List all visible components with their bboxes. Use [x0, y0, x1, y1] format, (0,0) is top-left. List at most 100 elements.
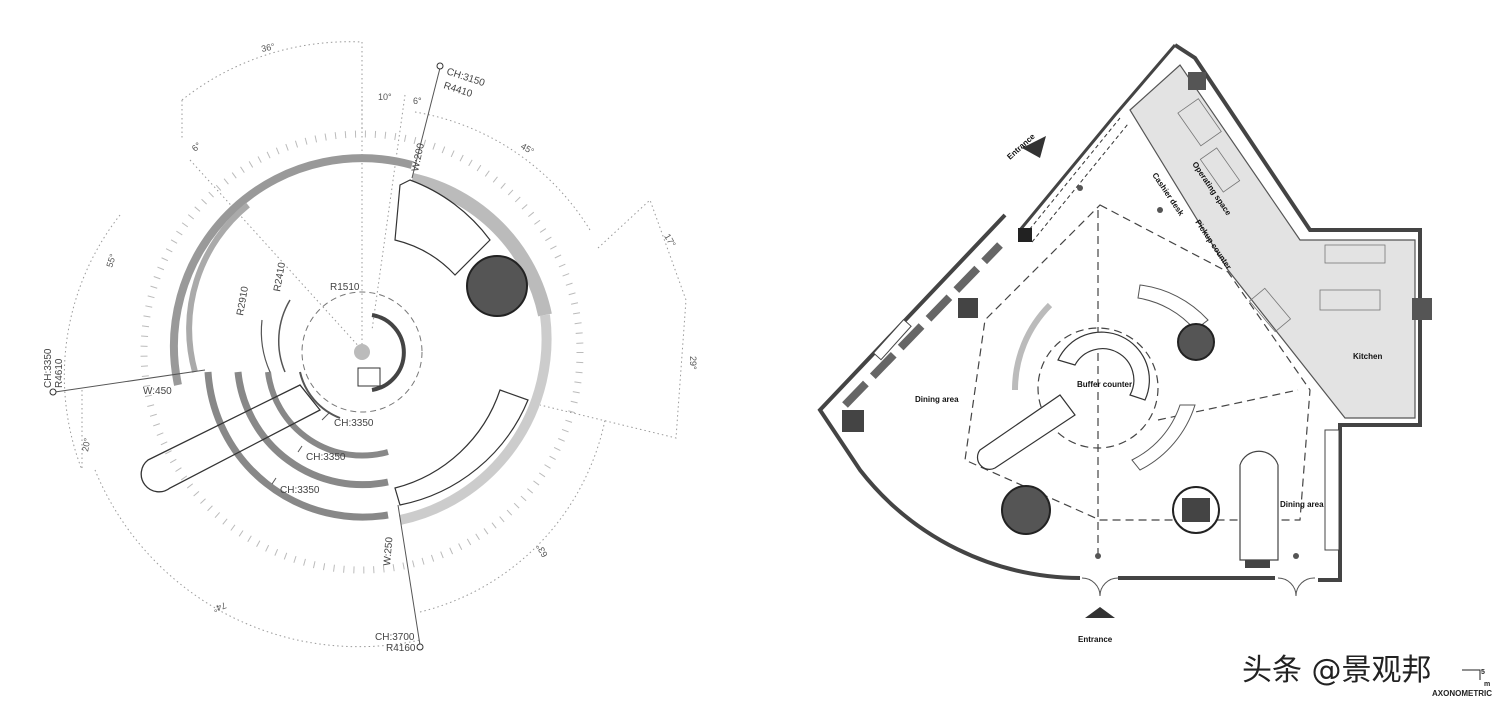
core-steps [357, 367, 381, 387]
ch-leader-b [297, 445, 303, 453]
round-column-plan [1177, 323, 1215, 361]
outer-ring-right [410, 173, 552, 317]
lower-ring-1 [204, 371, 389, 521]
floor-plan: Entrance Entrance Operating space Cashie… [817, 43, 1492, 698]
inner-dashed-circle [301, 291, 423, 413]
angle-label-0: 36° [260, 41, 276, 54]
long-counter [140, 384, 322, 493]
inner-ring-2 [278, 299, 291, 373]
lower-ring-2 [234, 371, 389, 489]
buffer-counter-arm [976, 394, 1076, 470]
kitchen-equipment-3 [1248, 287, 1292, 333]
dim-w-bottom: W:250 [382, 536, 395, 566]
dim-ch-bottom: CH:3700 [375, 632, 415, 643]
label-dining-right: Dining area [1280, 500, 1324, 509]
dim-r1510: R1510 [330, 282, 360, 293]
angle-label-3: 45° [519, 141, 536, 157]
entrance-arrow-bottom [1085, 607, 1115, 618]
entrance-column [1018, 228, 1032, 242]
entrance-wall [1018, 44, 1177, 231]
label-entrance-bottom: Entrance [1078, 635, 1113, 644]
label-kitchen: Kitchen [1353, 352, 1382, 361]
dim-r2410: R2410 [272, 261, 288, 292]
label-dining-left: Dining area [915, 395, 959, 404]
mid-ring-arc [186, 202, 250, 373]
inner-ring-1 [299, 371, 341, 419]
corridor-line-1 [1024, 117, 1121, 236]
outer-ring-bottom-right [398, 314, 552, 525]
sector-63-arc [419, 419, 606, 613]
exterior-wall-left [817, 213, 1081, 580]
center-dot [354, 344, 370, 360]
wall-bench-right [1324, 429, 1340, 551]
sector-45-arc [414, 111, 591, 231]
kitchen-equipment-4 [1177, 98, 1222, 147]
angle-label-6: 55° [104, 252, 118, 268]
outer-ring-arc [170, 154, 414, 386]
sector-55-arc [63, 214, 121, 471]
dim-line-top [411, 67, 441, 179]
dim-line-bottom [397, 504, 421, 646]
ch-leader-a [321, 411, 331, 421]
bench-lower [1131, 404, 1196, 471]
dim-marker-top [436, 62, 444, 70]
pendant-3 [1095, 553, 1101, 559]
circulation-outline [964, 204, 1311, 521]
square-column-mid [958, 298, 978, 318]
pendant-1 [1077, 185, 1083, 191]
dim-marker-bottom [416, 643, 424, 651]
angle-label-5: 17° [662, 232, 678, 249]
wall-window [872, 318, 912, 361]
pendant-4 [1293, 553, 1299, 559]
kitchen-column-right [1412, 298, 1432, 320]
angle-label-2: 6° [413, 96, 422, 106]
radial-diagram: 36° 10° 6° 45° 6° 17° 55° 29° 20° 63° 74… [43, 41, 698, 654]
dim-marker-left [49, 388, 57, 396]
bench-left-arc [1011, 302, 1053, 391]
sector-74-arc [94, 469, 421, 648]
dim-r2910: R2910 [235, 285, 251, 316]
exterior-wall-right [1173, 43, 1422, 582]
dim-ch-b: CH:3350 [306, 452, 346, 463]
label-buffer-counter: Buffer counter [1077, 380, 1132, 389]
dim-ch-a: CH:3350 [334, 418, 374, 429]
square-column-left [842, 410, 864, 432]
brand-label: AXONOMETRIC [1432, 689, 1492, 698]
radial-dotted-1 [189, 159, 363, 351]
dim-ch-left: CH:3350 [43, 348, 54, 388]
round-column [466, 255, 528, 317]
wall-bench-left [842, 242, 1003, 408]
round-table-right-top [1182, 498, 1210, 522]
dim-w-top: W:200 [410, 142, 427, 173]
angle-label-10: 74° [211, 600, 228, 614]
core-arc [371, 313, 406, 392]
kitchen-equipment-2 [1324, 244, 1386, 264]
counter-lower-right [394, 389, 529, 506]
inner-ring-3 [260, 319, 271, 373]
dim-line-left [54, 369, 206, 393]
corridor-line-2 [1031, 123, 1129, 243]
lower-ring-3 [265, 371, 389, 459]
ch-leader-c [271, 477, 277, 485]
door-southeast [1277, 577, 1316, 597]
scale-bar [1462, 669, 1481, 680]
dim-w-left: W:450 [143, 386, 172, 397]
scale-number: 5 [1481, 669, 1485, 676]
dining-booth [1239, 450, 1279, 561]
angle-label-4: 6° [190, 140, 203, 153]
kitchen-column-top [1188, 72, 1206, 90]
buffer-counter-ring [1057, 331, 1150, 401]
kitchen-zone [1129, 64, 1416, 419]
scale-unit: m [1484, 681, 1490, 688]
counter-upper-right [394, 179, 491, 276]
kitchen-equipment-5 [1199, 147, 1241, 193]
angle-label-7: 29° [688, 356, 698, 370]
angle-label-8: 20° [80, 437, 92, 453]
dim-r-bottom: R4160 [386, 643, 416, 654]
watermark-text: 头条 @景观邦 [1242, 653, 1432, 688]
sector-36-arc [181, 41, 363, 101]
pendant-2 [1157, 207, 1163, 213]
door-south [1081, 577, 1119, 597]
round-table-left [1001, 485, 1051, 535]
